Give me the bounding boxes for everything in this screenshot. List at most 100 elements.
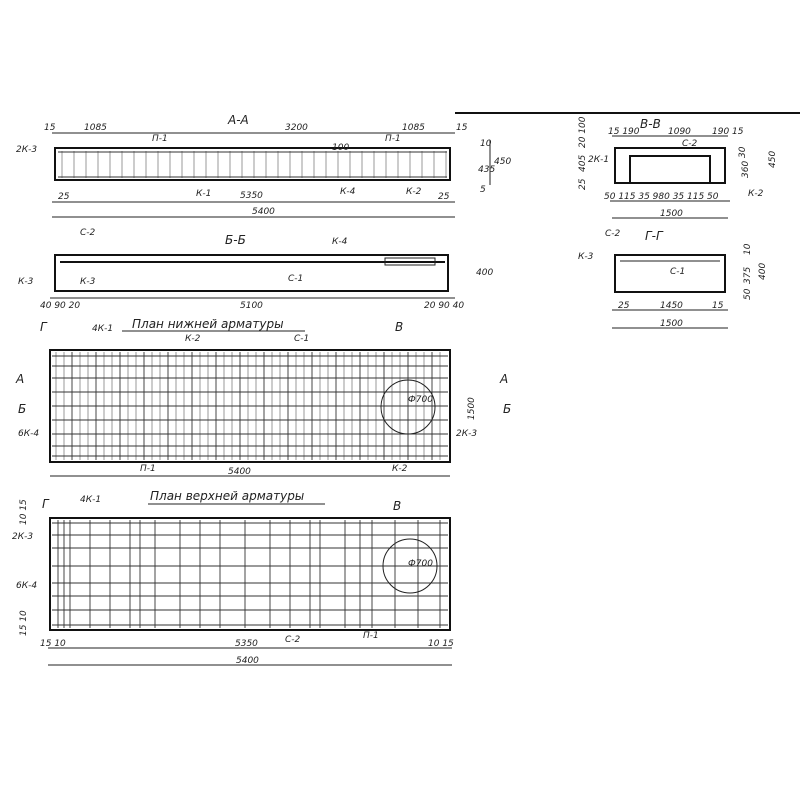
section-mark: Б <box>503 402 511 416</box>
dim: 400 <box>476 268 493 278</box>
label: 2К-3 <box>456 429 477 439</box>
hole-circle <box>380 379 436 435</box>
dim-total: 5400 <box>252 207 275 217</box>
dim: 450 <box>494 157 511 167</box>
section-title: Г-Г <box>645 229 664 243</box>
label: П-1 <box>140 464 156 474</box>
dim: 435 <box>478 165 495 175</box>
beam-outline <box>54 147 451 181</box>
label: К-3 <box>18 277 34 287</box>
section-title: В-В <box>640 117 661 131</box>
label: К-4 <box>340 187 356 197</box>
label: С-1 <box>288 274 303 284</box>
dim: 40 90 20 <box>40 301 80 311</box>
dim: 10 15 <box>19 499 29 525</box>
dim: 3200 <box>285 123 308 133</box>
label: С-1 <box>294 334 309 344</box>
label: К-2 <box>185 334 201 344</box>
dim: 100 <box>332 143 349 153</box>
dim: 50 115 35 980 35 115 50 <box>604 192 719 202</box>
dim: 1090 <box>668 127 691 137</box>
label: К-4 <box>332 237 348 247</box>
label: С-2 <box>80 228 96 238</box>
dim: 405 <box>578 155 588 172</box>
label: П-1 <box>152 134 168 144</box>
dim: 20 90 40 <box>424 301 464 311</box>
dim: 5 <box>480 185 486 195</box>
dim: 5350 <box>240 191 263 201</box>
section-b-b: Б-Б С-2 К-4 С-1 К-3 К-3 400 40 90 20 510… <box>18 228 493 311</box>
dim: 10 15 <box>428 639 454 649</box>
label: С-1 <box>670 267 685 277</box>
dim: 15 <box>456 123 468 133</box>
label: К-3 <box>578 252 594 262</box>
label: С-2 <box>605 229 621 239</box>
section-mark: В <box>395 320 403 334</box>
dim: 15 10 <box>40 639 66 649</box>
label: 4К-1 <box>80 495 101 505</box>
dim: 30 <box>738 146 748 158</box>
dim: 15 190 <box>608 127 640 137</box>
dim-total: 1500 <box>660 319 683 329</box>
section-title: Б-Б <box>225 233 246 247</box>
dim: 20 100 <box>578 116 588 148</box>
section-mark: Г <box>42 497 50 511</box>
dim: 15 <box>712 301 724 311</box>
section-title: А-А <box>227 113 249 127</box>
dim: 1500 <box>467 397 477 420</box>
label: 2К-3 <box>12 532 33 542</box>
label: К-3 <box>80 277 96 287</box>
dim: 10 <box>743 243 753 255</box>
dim: 25 <box>618 301 630 311</box>
section-g-g: Г-Г С-2 К-3 С-1 10 375 400 50 25 1450 15… <box>578 229 768 329</box>
hole-diameter: Ф700 <box>408 395 433 405</box>
dim: 15 10 <box>19 610 29 636</box>
dim: 50 <box>743 288 753 300</box>
section-mark: Г <box>40 320 48 334</box>
beam-outline <box>54 254 449 292</box>
label: С-2 <box>285 635 301 645</box>
section-v-v: В-В 15 190 1090 190 15 20 100 405 25 2К-… <box>578 116 778 219</box>
label: П-1 <box>363 631 379 641</box>
label: К-2 <box>406 187 422 197</box>
label: С-2 <box>682 139 698 149</box>
hole-diameter: Ф700 <box>408 559 433 569</box>
hole-circle <box>382 538 438 594</box>
label: К-2 <box>748 189 764 199</box>
section-mark: А <box>15 372 24 386</box>
dim: 190 15 <box>712 127 744 137</box>
dim-total: 5400 <box>236 656 259 666</box>
label: 2К-3 <box>16 145 37 155</box>
dim: 400 <box>758 263 768 280</box>
dim: 5350 <box>235 639 258 649</box>
label: К-1 <box>196 189 211 199</box>
dim: 1085 <box>84 123 107 133</box>
dim-total: 5400 <box>228 467 251 477</box>
section-mark: В <box>393 499 401 513</box>
dim: 10 <box>480 139 492 149</box>
dim: 450 <box>768 151 778 168</box>
section-mark: А <box>499 372 508 386</box>
label: 6К-4 <box>16 581 37 591</box>
dim: 360 <box>741 161 751 178</box>
dim: 25 <box>58 192 70 202</box>
dim: 15 <box>44 123 56 133</box>
dim-total: 1500 <box>660 209 683 219</box>
section-mark: Б <box>18 402 26 416</box>
dim: 1450 <box>660 301 683 311</box>
plan-upper-reinforcement: План верхней арматуры Г В Ф700 4К-1 2К-3… <box>12 489 454 666</box>
plan-title: План верхней арматуры <box>150 489 304 503</box>
plan-title: План нижней арматуры <box>132 317 284 331</box>
section-a-a: А-А 15 1085 3200 1085 15 100 2К-3 К-1 К-… <box>16 113 511 218</box>
dim: 1085 <box>402 123 425 133</box>
label: П-1 <box>385 134 401 144</box>
dim: 5100 <box>240 301 263 311</box>
label: К-2 <box>392 464 408 474</box>
label: 2К-1 <box>588 155 609 165</box>
plan-lower-reinforcement: План нижней арматуры Г В А Б А Б Ф700 4К… <box>15 317 511 477</box>
dim: 25 <box>438 192 450 202</box>
dim: 375 <box>743 267 753 284</box>
label: 6К-4 <box>18 429 39 439</box>
dim: 25 <box>578 178 588 190</box>
